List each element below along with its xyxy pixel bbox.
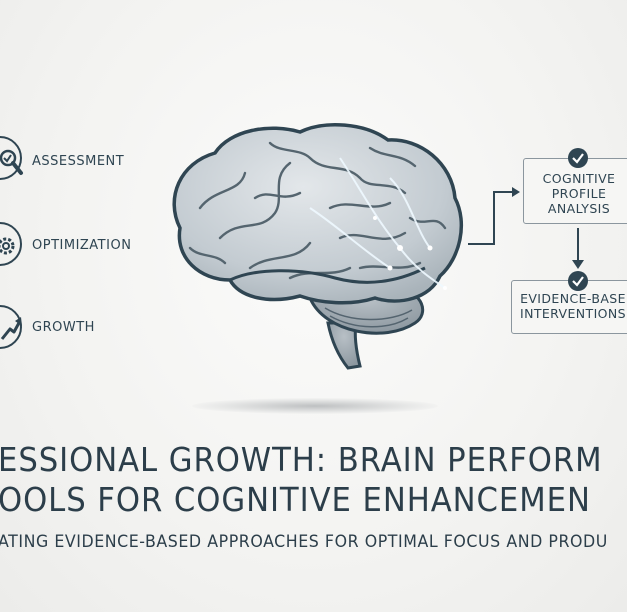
gear-icon bbox=[0, 222, 22, 266]
check-icon bbox=[568, 271, 588, 291]
brain-shadow bbox=[192, 398, 438, 414]
optimization-label: OPTIMIZATION bbox=[32, 238, 132, 253]
box1-line2: PROFILE bbox=[551, 186, 607, 201]
box2-line2: INTERVENTIONS bbox=[519, 306, 627, 321]
box1-line1: COGNITIVE bbox=[542, 171, 616, 186]
headline-line2: OOLS FOR COGNITIVE ENHANCEMEN bbox=[0, 480, 591, 519]
evidence-based-interventions-box: EVIDENCE-BASE INTERVENTIONS bbox=[511, 280, 627, 334]
growth-label: GROWTH bbox=[32, 320, 95, 335]
trend-arrow-icon bbox=[0, 305, 22, 349]
check-icon bbox=[568, 148, 588, 168]
down-arrow-icon bbox=[572, 228, 584, 269]
headline-line1: ESSIONAL GROWTH: BRAIN PERFORM bbox=[0, 440, 603, 479]
brain-illustration bbox=[172, 122, 464, 370]
box1-line3: ANALYSIS bbox=[547, 201, 611, 216]
connector-arrow bbox=[468, 187, 520, 245]
assessment-label: ASSESSMENT bbox=[32, 154, 125, 169]
magnifier-icon bbox=[0, 136, 23, 180]
box2-line1: EVIDENCE-BASE bbox=[520, 291, 626, 306]
headline-subtitle: ATING EVIDENCE-BASED APPROACHES FOR OPTI… bbox=[0, 532, 608, 552]
